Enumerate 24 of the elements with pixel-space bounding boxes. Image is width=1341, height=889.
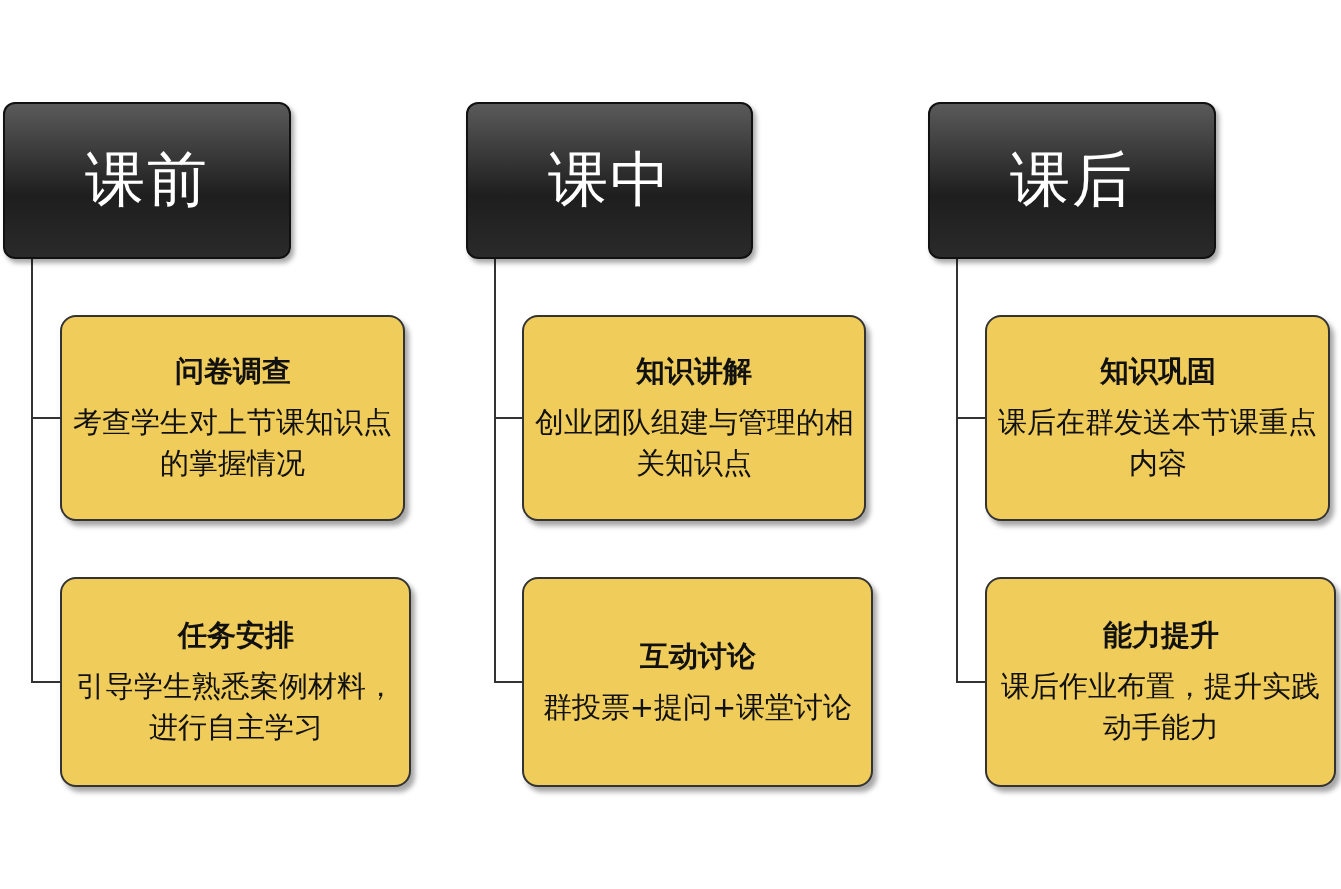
activity-description: 创业团队组建与管理的相关知识点 [534,404,854,482]
activity-title: 知识讲解 [636,353,752,391]
activity-title: 知识巩固 [1099,353,1216,391]
stage-header-box [466,102,753,259]
stage-header-box [3,102,291,259]
activity-card [60,315,405,521]
activity-title: 互动讨论 [639,637,756,675]
activity-description: 引导学生熟悉案例材料，进行自主学习 [75,668,396,746]
activity-title: 问卷调查 [174,353,291,391]
activity-title: 能力提升 [1102,617,1219,655]
stage-title: 课前 [85,143,209,216]
activity-card [985,315,1330,521]
activity-description: 课后作业布置，提升实践动手能力 [1000,668,1321,746]
activity-card [522,577,873,787]
activity-card [522,315,866,521]
activity-card [985,577,1336,787]
stage-title: 课中 [547,143,672,216]
activity-description: 群投票+提问+课堂讨论 [542,688,853,726]
activity-description: 考查学生对上节课知识点的掌握情况 [72,404,393,482]
activity-title: 任务安排 [177,617,294,655]
activity-card [60,577,411,787]
activity-description: 课后在群发送本节课重点内容 [997,404,1318,482]
stage-header-box [928,102,1216,259]
stage-title: 课后 [1010,143,1134,216]
